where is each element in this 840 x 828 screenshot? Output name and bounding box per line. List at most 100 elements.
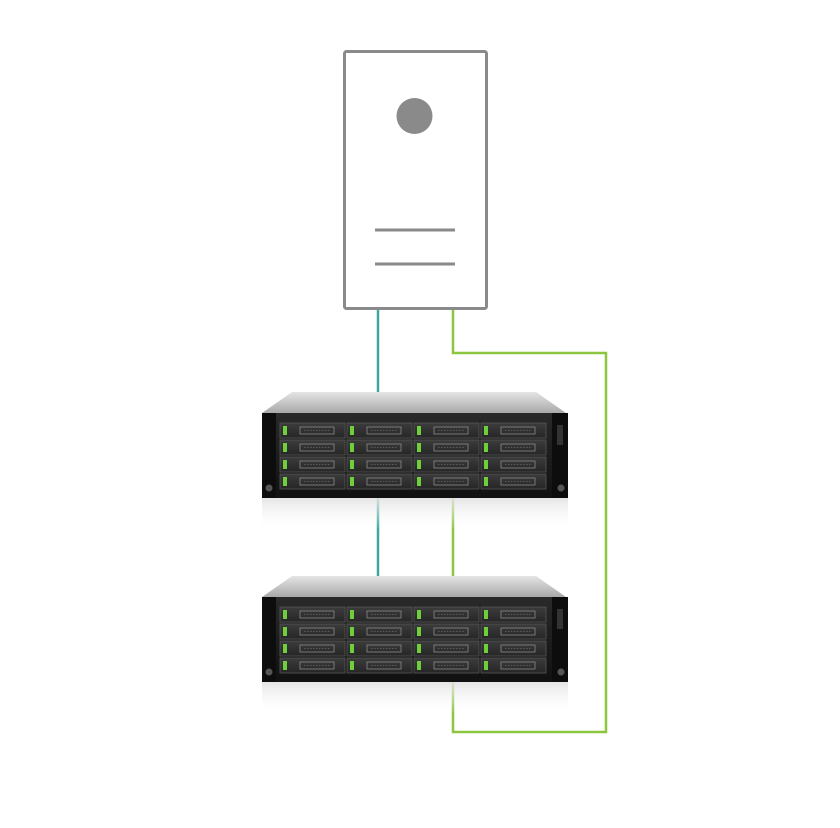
- drive-led-icon: [484, 426, 488, 435]
- drive-led-icon: [350, 426, 354, 435]
- drive-led-icon: [350, 610, 354, 619]
- drive-led-icon: [283, 426, 287, 435]
- drive-tray-handle: [500, 477, 536, 486]
- drive-tray: [279, 640, 346, 657]
- drive-tray: [279, 473, 346, 490]
- drive-tray-handle: [433, 627, 469, 636]
- drive-led-icon: [417, 426, 421, 435]
- drive-tray-handle: [433, 644, 469, 653]
- drive-led-icon: [484, 460, 488, 469]
- drive-bay: [413, 422, 480, 439]
- rack-enclosure-icon: [262, 576, 568, 714]
- drive-tray-handle: [299, 477, 335, 486]
- drive-tray-handle: [366, 443, 402, 452]
- drive-tray: [279, 606, 346, 623]
- drive-bay: [480, 640, 547, 657]
- drive-led-icon: [350, 644, 354, 653]
- drive-tray-handle: [433, 426, 469, 435]
- drive-bay: [279, 473, 346, 490]
- drive-tray: [413, 640, 480, 657]
- drive-tray-handle: [299, 426, 335, 435]
- link-path-b-host-to-enclosure-2: [451, 310, 608, 734]
- drive-led-icon: [350, 661, 354, 670]
- status-led-strip: [557, 425, 563, 445]
- drive-bay: [480, 473, 547, 490]
- drive-tray-handle: [433, 443, 469, 452]
- drive-tray: [413, 623, 480, 640]
- drive-led-icon: [283, 477, 287, 486]
- drive-led-icon: [283, 627, 287, 636]
- drive-tray-handle: [500, 661, 536, 670]
- drive-bay: [413, 439, 480, 456]
- drive-tray: [480, 422, 547, 439]
- drive-tray: [346, 439, 413, 456]
- drive-tray-handle: [366, 426, 402, 435]
- drive-tray-handle: [366, 627, 402, 636]
- drive-tray-handle: [299, 627, 335, 636]
- drive-tray: [413, 606, 480, 623]
- drive-tray-handle: [433, 610, 469, 619]
- drive-tray: [279, 623, 346, 640]
- drive-bay: [346, 640, 413, 657]
- drive-bay: [279, 657, 346, 674]
- drive-led-icon: [417, 460, 421, 469]
- drive-bay: [346, 456, 413, 473]
- rack-enclosure-icon: [262, 392, 568, 530]
- drive-bay: [480, 439, 547, 456]
- drive-tray-handle: [366, 477, 402, 486]
- drive-tray-handle: [500, 426, 536, 435]
- drive-bay: [279, 623, 346, 640]
- drive-led-icon: [417, 661, 421, 670]
- right-rack-ear: [552, 413, 568, 498]
- drive-tray: [346, 640, 413, 657]
- drive-tray: [413, 439, 480, 456]
- drive-tray-handle: [366, 644, 402, 653]
- drive-led-icon: [484, 661, 488, 670]
- right-rack-ear: [552, 597, 568, 682]
- drive-led-icon: [350, 477, 354, 486]
- drive-tray: [346, 623, 413, 640]
- drive-led-icon: [283, 644, 287, 653]
- drive-bay: [346, 473, 413, 490]
- right-ear-screw: [557, 484, 565, 492]
- drive-tray-handle: [500, 627, 536, 636]
- drive-bay: [346, 606, 413, 623]
- drive-bay-grid: [279, 606, 547, 674]
- enclosure-reflection: [262, 498, 568, 530]
- left-ear-screw: [265, 668, 273, 676]
- drive-tray: [480, 623, 547, 640]
- drive-tray-handle: [366, 661, 402, 670]
- host-tower-server: [343, 50, 488, 310]
- enclosure-reflection: [262, 682, 568, 714]
- drive-tray-handle: [433, 477, 469, 486]
- enclosure-top-cover: [262, 576, 566, 597]
- drive-tray-handle: [366, 460, 402, 469]
- right-ear-screw: [557, 668, 565, 676]
- drive-tray-handle: [433, 661, 469, 670]
- drive-bay: [279, 456, 346, 473]
- storage-enclosure-1: [262, 392, 568, 530]
- drive-tray: [346, 473, 413, 490]
- drive-tray: [413, 473, 480, 490]
- drive-tray: [413, 657, 480, 674]
- drive-led-icon: [417, 610, 421, 619]
- drive-tray: [480, 657, 547, 674]
- drive-led-icon: [417, 477, 421, 486]
- drive-led-icon: [484, 610, 488, 619]
- drive-tray-handle: [500, 460, 536, 469]
- drive-tray-handle: [500, 610, 536, 619]
- drive-tray-handle: [500, 443, 536, 452]
- power-button-icon: [396, 98, 433, 134]
- drive-tray-handle: [366, 610, 402, 619]
- drive-bay: [279, 606, 346, 623]
- drive-tray: [346, 422, 413, 439]
- drive-led-icon: [484, 627, 488, 636]
- drive-led-icon: [417, 443, 421, 452]
- drive-led-icon: [350, 460, 354, 469]
- drive-led-icon: [484, 443, 488, 452]
- drive-bay: [413, 606, 480, 623]
- drive-tray: [279, 657, 346, 674]
- drive-bay: [480, 606, 547, 623]
